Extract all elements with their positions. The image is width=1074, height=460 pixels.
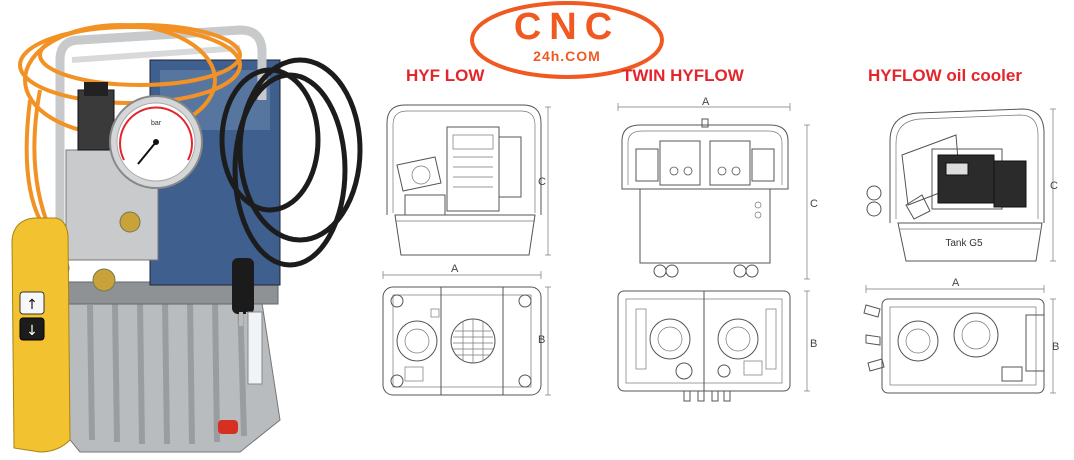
diagram-title-hyflow-oil-cooler: HYFLOW oil cooler [868, 66, 1022, 85]
castor-wheels [653, 264, 759, 278]
diagram-hyflow-oil-cooler: Tank G5 C A B [863, 108, 1059, 394]
dim-label-c: C [810, 198, 818, 210]
twin-hyflow-top-view [617, 290, 791, 402]
pump-photo: bar ↑ ↓ [11, 23, 363, 453]
oil-level-indicator [247, 311, 263, 385]
carry-frame [55, 25, 267, 250]
twin-hyflow-front-view [621, 118, 789, 278]
pendant-remote: ↑ ↓ [11, 217, 71, 453]
diagram-title-twin-hyflow: TWIN HYFLOW [622, 66, 744, 85]
diagram-title-hyf-low: HYF LOW [406, 66, 485, 85]
oil-cooler-top-view [863, 298, 1045, 394]
drain-plug [218, 420, 238, 434]
dim-label-b: B [1052, 341, 1059, 353]
hyf-low-front-view [386, 104, 542, 256]
pressure-gauge: bar [109, 95, 203, 189]
logo-oval [470, 1, 664, 79]
oil-cooler-fan-block [937, 154, 995, 204]
logo-main-text: CNC [513, 6, 621, 48]
diagram-hyf-low: C A B [382, 104, 551, 396]
logo-sub-text: 24h.COM [533, 48, 601, 64]
arrow-down-icon: ↓ [26, 323, 38, 339]
logo: CNC 24h.COM [469, 0, 665, 80]
dim-label-a: A [451, 263, 459, 275]
power-cable [219, 57, 363, 268]
dim-label-a: A [702, 96, 710, 108]
dim-label-a: A [952, 277, 960, 289]
oil-cooler-front-view: Tank G5 [866, 108, 1045, 262]
hyf-low-top-view [382, 286, 542, 396]
arrow-up-icon: ↑ [26, 297, 38, 313]
tank-label: Tank G5 [945, 238, 983, 249]
dim-label-c: C [1050, 180, 1058, 192]
gauge-unit-label: bar [151, 120, 162, 127]
diagram-twin-hyflow: A C [617, 96, 818, 402]
dim-label-c: C [538, 176, 546, 188]
dim-label-b: B [810, 338, 817, 350]
electric-plug [232, 258, 254, 314]
dim-label-b: B [538, 334, 545, 346]
